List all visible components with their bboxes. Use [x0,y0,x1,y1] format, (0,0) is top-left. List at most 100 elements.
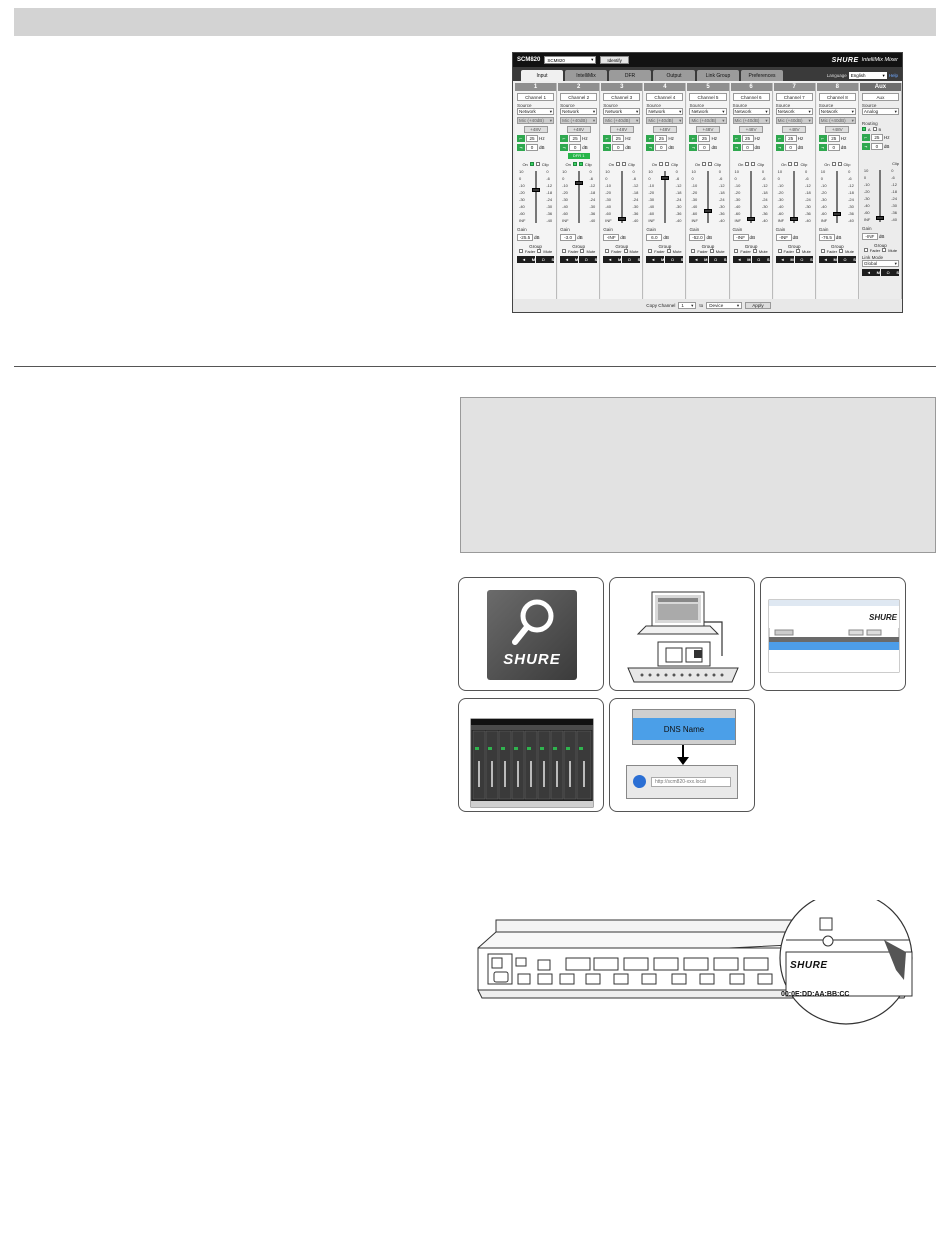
high-pass-value[interactable]: 25 [612,135,625,142]
low-shelf-icon[interactable]: ¬ [603,144,612,151]
solo-button[interactable]: Ω S [751,256,770,263]
fader-knob[interactable] [574,180,583,185]
mute-button[interactable]: ◄ M [517,256,536,263]
tab-link-group[interactable]: Link Group [697,70,739,81]
help-link[interactable]: Help [888,73,898,78]
high-pass-icon[interactable]: ⌐ [560,135,569,142]
eq-value[interactable]: 0 [870,143,883,150]
copy-from-select[interactable]: 1▾ [678,302,697,309]
mute-button[interactable]: ◄ M [818,256,837,263]
gain-value[interactable]: -INF [732,234,749,241]
mute-button[interactable]: ◄ M [775,256,794,263]
solo-button[interactable]: Ω S [837,256,856,263]
group-fader-checkbox[interactable] [777,249,782,253]
low-shelf-icon[interactable]: ¬ [732,144,741,151]
source-select[interactable]: Analog▾ [861,108,899,115]
eq-value[interactable]: 0 [526,144,538,151]
group-mute-checkbox[interactable] [537,249,542,253]
mix-a-checkbox[interactable] [659,162,664,166]
mix-b-checkbox[interactable] [708,162,713,166]
fader-knob[interactable] [660,175,669,180]
low-shelf-icon[interactable]: ¬ [775,144,784,151]
high-pass-icon[interactable]: ⌐ [646,135,655,142]
input-level-select[interactable]: Mic (+40dB)▾ [689,117,727,124]
mix-a-checkbox[interactable] [745,162,750,166]
mix-b-checkbox[interactable] [578,162,583,166]
mix-b-checkbox[interactable] [751,162,756,166]
mix-a-checkbox[interactable] [788,162,793,166]
high-pass-icon[interactable]: ⌐ [818,135,827,142]
high-pass-value[interactable]: 25 [698,135,711,142]
gain-value[interactable]: -INF [775,234,792,241]
eq-value[interactable]: 0 [784,144,797,151]
group-fader-checkbox[interactable] [820,249,825,253]
mute-button[interactable]: ◄ M [732,256,751,263]
input-level-select[interactable]: Mic (+40dB)▾ [818,117,856,124]
channel-name-field[interactable]: Channel 1 [517,93,555,101]
input-level-select[interactable]: Mic (+40dB)▾ [603,117,641,124]
group-mute-checkbox[interactable] [839,249,844,253]
device-select[interactable]: SCM820▾ [544,56,597,64]
routing-a-checkbox[interactable] [861,127,866,131]
group-fader-checkbox[interactable] [734,249,739,253]
high-pass-value[interactable]: 25 [741,135,754,142]
fader-knob[interactable] [790,216,799,221]
group-mute-checkbox[interactable] [623,249,628,253]
low-shelf-icon[interactable]: ¬ [560,144,569,151]
group-mute-checkbox[interactable] [666,249,671,253]
group-mute-checkbox[interactable] [752,249,757,253]
input-level-select[interactable]: Mic (+40dB)▾ [732,117,770,124]
mix-b-checkbox[interactable] [794,162,799,166]
tab-output[interactable]: Output [653,70,695,81]
source-select[interactable]: Network▾ [517,108,555,115]
channel-name-field[interactable]: Channel 5 [689,93,727,101]
high-pass-icon[interactable]: ⌐ [603,135,612,142]
phantom-power-button[interactable]: +48V [739,126,764,133]
routing-b-checkbox[interactable] [872,127,877,131]
group-fader-checkbox[interactable] [561,249,566,253]
source-select[interactable]: Network▾ [732,108,770,115]
channel-name-field[interactable]: Channel 6 [732,93,770,101]
mute-button[interactable]: ◄ M [560,256,579,263]
tab-input[interactable]: Input [521,70,563,81]
solo-button[interactable]: Ω S [536,256,555,263]
low-shelf-icon[interactable]: ¬ [689,144,698,151]
gain-value[interactable]: -INF [861,233,878,240]
input-level-select[interactable]: Mic (+40dB)▾ [646,117,684,124]
gain-value[interactable]: -76.5 [818,234,835,241]
group-mute-checkbox[interactable] [709,249,714,253]
solo-button[interactable]: Ω S [622,256,641,263]
tab-preferences[interactable]: Preferences [741,70,783,81]
solo-button[interactable]: Ω S [665,256,684,263]
eq-value[interactable]: 0 [741,144,754,151]
solo-button[interactable]: Ω S [708,256,727,263]
group-fader-checkbox[interactable] [863,248,868,252]
mute-button[interactable]: ◄ M [603,256,622,263]
copy-to-select[interactable]: Device▾ [706,302,743,309]
channel-name-field[interactable]: Channel 4 [646,93,684,101]
eq-value[interactable]: 0 [569,144,582,151]
high-pass-value[interactable]: 25 [569,135,582,142]
source-select[interactable]: Network▾ [603,108,641,115]
mix-a-checkbox[interactable] [702,162,707,166]
low-shelf-icon[interactable]: ¬ [517,144,525,151]
group-fader-checkbox[interactable] [605,249,610,253]
phantom-power-button[interactable]: +48V [825,126,850,133]
high-pass-icon[interactable]: ⌐ [861,134,870,141]
source-select[interactable]: Network▾ [689,108,727,115]
channel-name-field[interactable]: Channel 3 [603,93,641,101]
gain-value[interactable]: -INF [603,234,620,241]
gain-value[interactable]: 6.0 [646,234,663,241]
phantom-power-button[interactable]: +48V [695,126,720,133]
group-mute-checkbox[interactable] [580,249,585,253]
mix-a-checkbox[interactable] [616,162,620,166]
phantom-power-button[interactable]: +48V [609,126,634,133]
input-level-select[interactable]: Mic (+40dB)▾ [775,117,813,124]
